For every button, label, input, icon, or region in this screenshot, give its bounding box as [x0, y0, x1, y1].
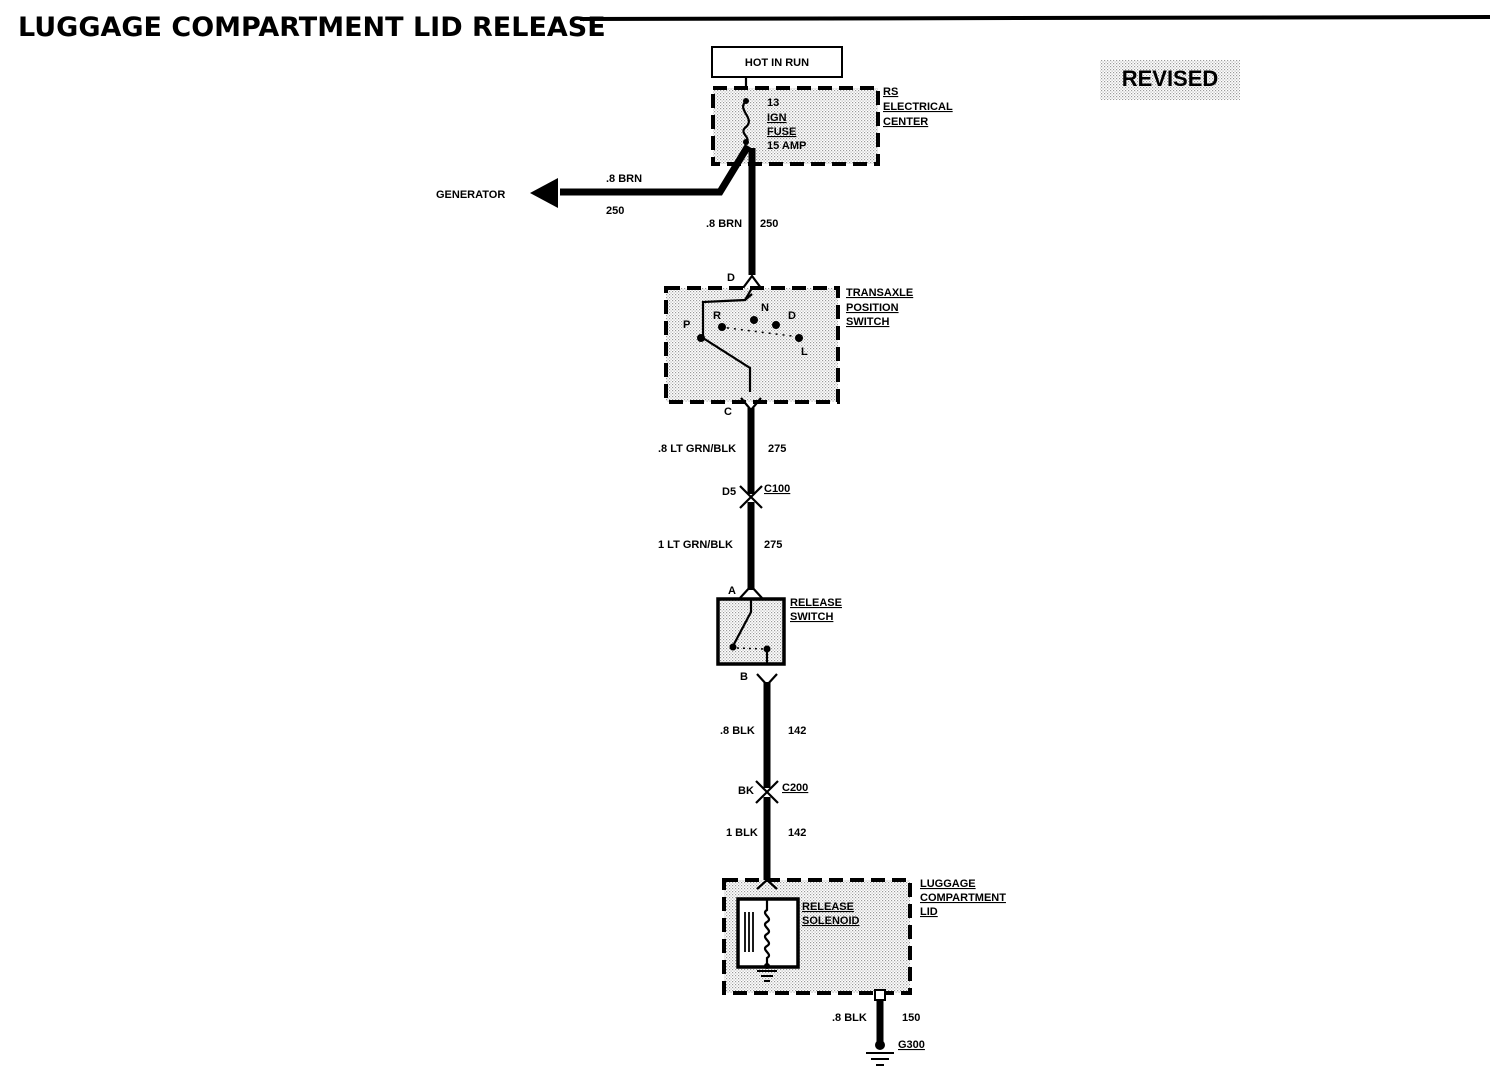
lid-label-1: LUGGAGE: [920, 878, 976, 890]
ground-point: [875, 1040, 885, 1050]
title-rule: [579, 15, 1491, 21]
lid-ground-terminal: [874, 989, 886, 1001]
c200-female-symbol: [755, 790, 779, 804]
connector-a-symbol: [739, 584, 763, 599]
generator-wire-circuit: 250: [606, 205, 624, 217]
power-source-box: [711, 46, 843, 78]
position-p-contact: [697, 334, 705, 342]
c100-cavity: D5: [722, 486, 736, 498]
position-n-contact: [750, 316, 758, 324]
lid-label-3: LID: [920, 906, 938, 918]
fuse-number: 13: [767, 97, 779, 109]
wire-2-color: .8 LT GRN/BLK: [658, 443, 736, 455]
transaxle-pin-out: C: [724, 406, 732, 418]
revised-badge-background: [1100, 60, 1240, 100]
release-switch-pin-in: A: [728, 585, 736, 597]
position-l-label: L: [801, 346, 808, 358]
wire-3-circuit: 275: [764, 539, 782, 551]
solenoid-label-2: SOLENOID: [802, 915, 860, 927]
wire-4-circuit: 142: [788, 725, 806, 737]
wire-5-circuit: 142: [788, 827, 806, 839]
solenoid-coil: [763, 899, 771, 966]
power-source-label: HOT IN RUN: [745, 57, 809, 69]
fuse-name-1: IGN: [767, 112, 787, 124]
transaxle-pin-in: D: [727, 272, 735, 284]
generator-label: GENERATOR: [436, 189, 505, 201]
c200-cavity: BK: [738, 785, 754, 797]
release-switch-label-1: RELEASE: [790, 597, 842, 609]
position-p-label: P: [683, 319, 690, 331]
fuse-terminal-bottom: [743, 139, 749, 145]
position-l-contact: [795, 334, 803, 342]
fuse-block-label-2: ELECTRICAL: [883, 101, 953, 113]
release-switch-label-2: SWITCH: [790, 611, 833, 623]
connector-d-symbol: [742, 274, 762, 289]
fuse-block-label-3: CENTER: [883, 116, 928, 128]
wire-6-color: .8 BLK: [832, 1012, 867, 1024]
position-d-label: D: [788, 310, 796, 322]
wire-generator-branch: [560, 144, 751, 196]
solenoid-label-1: RELEASE: [802, 901, 854, 913]
wire-1-circuit: 250: [760, 218, 778, 230]
fuse-name-2: FUSE: [767, 126, 796, 138]
wire-2-circuit: 275: [768, 443, 786, 455]
lid-label-2: COMPARTMENT: [920, 892, 1006, 904]
wire-5-color: 1 BLK: [726, 827, 758, 839]
position-n-label: N: [761, 302, 769, 314]
fuse-block-label-1: RS: [883, 86, 898, 98]
release-switch-pin-out: B: [740, 671, 748, 683]
position-d-contact: [772, 321, 780, 329]
wire-4-color: .8 BLK: [720, 725, 755, 737]
solenoid-ground-terminal: [764, 963, 770, 969]
solenoid-connector-symbol: [756, 878, 778, 890]
transaxle-label-1: TRANSAXLE: [846, 287, 913, 299]
fuse-block: [711, 86, 880, 166]
transaxle-label-3: SWITCH: [846, 316, 889, 328]
c100-name: C100: [764, 483, 790, 495]
position-r-label: R: [713, 310, 721, 322]
transaxle-label-2: POSITION: [846, 302, 899, 314]
release-switch-gap: [736, 647, 765, 650]
fuse-rating: 15 AMP: [767, 140, 806, 152]
wire-3-color: 1 LT GRN/BLK: [658, 539, 733, 551]
wire-6-circuit: 150: [902, 1012, 920, 1024]
release-switch-blade: [732, 599, 753, 647]
fuse-symbol: [742, 100, 750, 143]
transaxle-position-switch: [664, 286, 840, 404]
c100-female-symbol: [739, 495, 763, 509]
wire-1-color: .8 BRN: [706, 218, 742, 230]
page-title: LUGGAGE COMPARTMENT LID RELEASE: [18, 12, 606, 43]
release-switch-contact-a: [729, 643, 737, 651]
ground-name: G300: [898, 1039, 925, 1051]
c200-name: C200: [782, 782, 808, 794]
revised-badge: REVISED: [1122, 66, 1219, 91]
generator-wire-color: .8 BRN: [606, 173, 642, 185]
generator-arrow: [530, 178, 558, 208]
transaxle-switch-contact: [744, 293, 753, 301]
position-r-contact: [718, 323, 726, 331]
